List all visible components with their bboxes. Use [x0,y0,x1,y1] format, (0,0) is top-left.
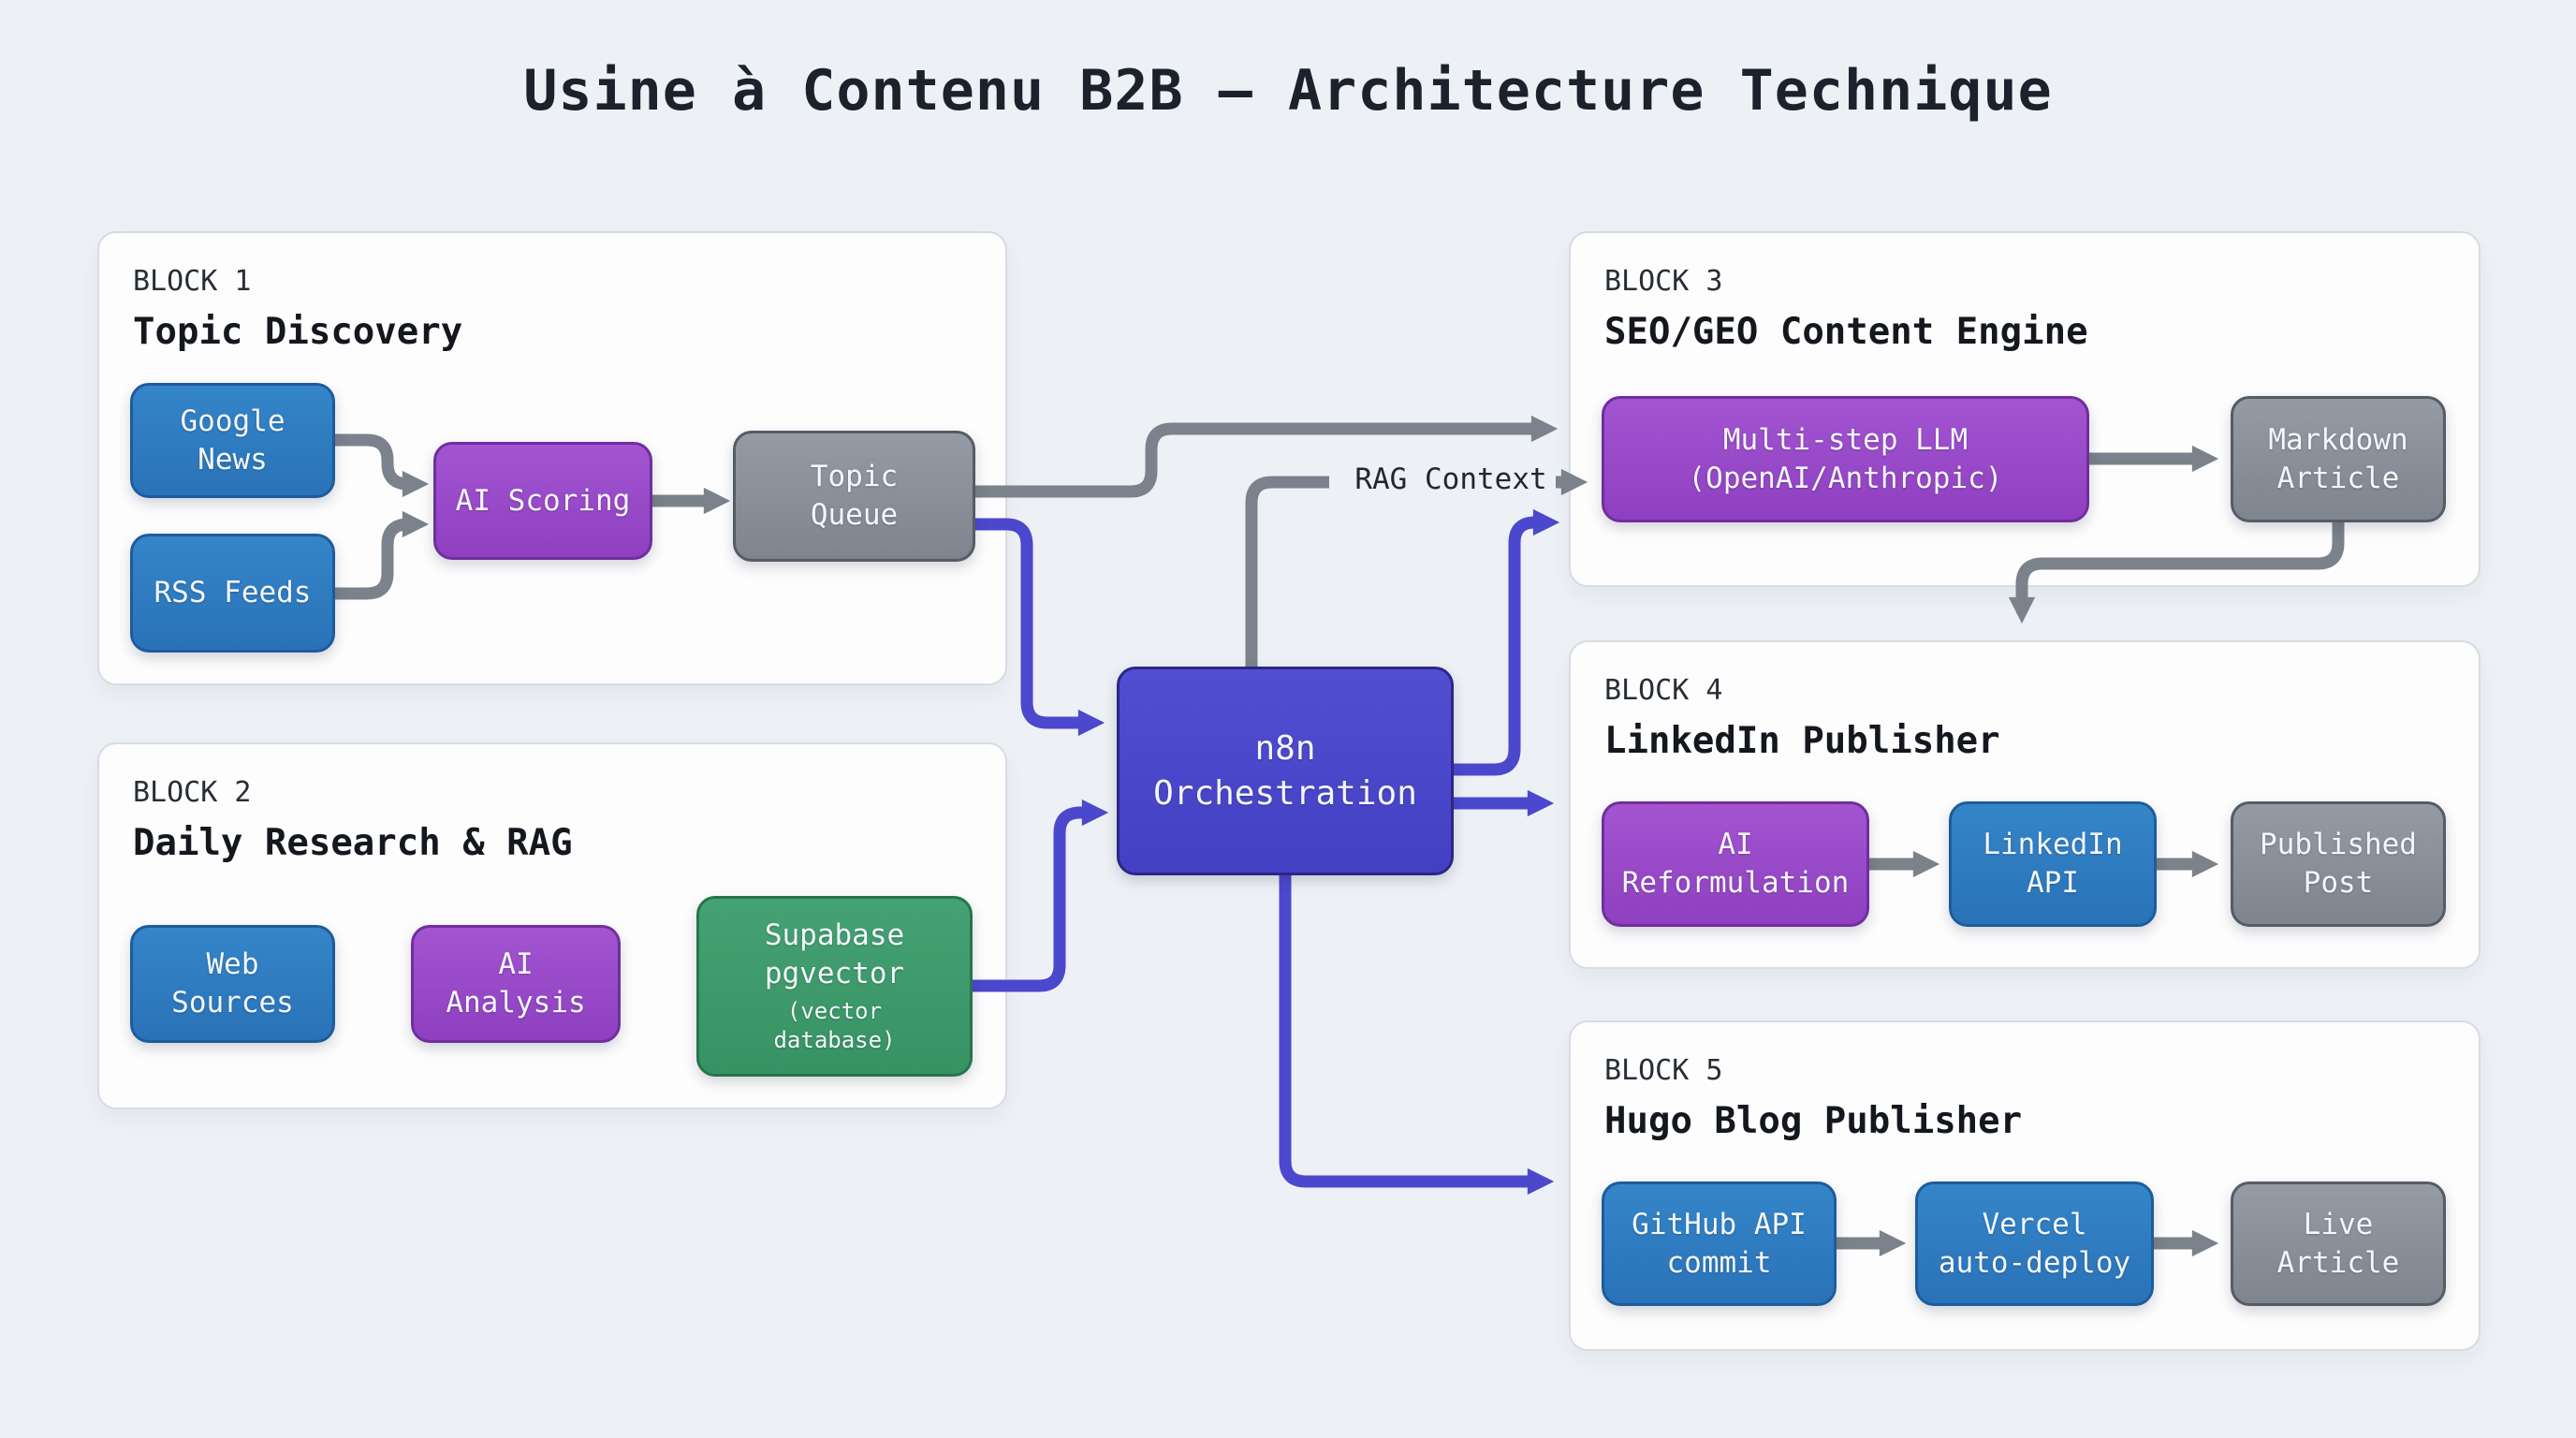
block-2-name: Daily Research & RAG [133,822,573,864]
node-web-sources: Web Sources [130,925,335,1043]
edge-topic-queue-multi-step-llm [975,415,1559,498]
block-5-kicker: BLOCK 5 [1604,1054,1723,1087]
node-label: AI Reformulation [1621,828,1850,900]
node-n8n-orchestration: n8n Orchestration [1117,667,1454,875]
edge-n8n-rag-context-stub [1245,476,1329,667]
node-label: Vercel auto-deploy [1938,1207,2131,1280]
node-ai-reformulation: AI Reformulation [1602,801,1869,927]
node-label: GitHub API commit [1632,1207,1807,1280]
node-label: AI Scoring [455,483,631,518]
node-supabase-pgvector: Supabase pgvector (vector database) [696,896,973,1077]
node-ai-scoring: AI Scoring [433,442,652,560]
node-label: Supabase pgvector [764,918,905,991]
node-google-news: Google News [130,383,335,498]
node-label: RSS Feeds [154,576,312,610]
node-label: Markdown Article [2268,422,2408,495]
node-label: Published Post [2260,828,2417,900]
block-3-kicker: BLOCK 3 [1604,265,1723,298]
node-label: Live Article [2276,1207,2400,1280]
node-label: Multi-step LLM (OpenAI/Anthropic) [1688,422,2003,495]
block-1-name: Topic Discovery [133,311,463,353]
block-4-kicker: BLOCK 4 [1604,674,1723,707]
node-published-post: Published Post [2231,801,2446,927]
node-label: Web Sources [171,947,294,1020]
node-multi-step-llm: Multi-step LLM (OpenAI/Anthropic) [1602,396,2089,522]
edge-n8n-multi-step-llm [1454,508,1560,776]
block-3-name: SEO/GEO Content Engine [1604,311,2088,353]
node-topic-queue: Topic Queue [733,431,975,562]
block-1-kicker: BLOCK 1 [133,265,252,298]
node-label: n8n Orchestration [1153,728,1417,813]
node-label: LinkedIn API [1983,828,2123,900]
edge-rss-feeds-ai-scoring [335,510,430,600]
edge-n8n-block5 [1279,875,1555,1196]
node-linkedin-api: LinkedIn API [1949,801,2157,927]
edge-markdown-article-block4 [2008,522,2345,624]
block-5-name: Hugo Blog Publisher [1604,1100,2023,1142]
block-2-kicker: BLOCK 2 [133,776,252,809]
node-ai-analysis: AI Analysis [411,925,621,1043]
edge-topic-queue-n8n [975,518,1105,737]
node-github-api-commit: GitHub API commit [1602,1181,1837,1306]
node-label: Google News [180,404,285,477]
edge-supabase-n8n [973,799,1109,992]
node-markdown-article: Markdown Article [2231,396,2446,522]
edge-label-rag-context: RAG Context [1354,462,1547,496]
node-rss-feeds: RSS Feeds [130,534,335,653]
node-label: AI Analysis [446,947,586,1020]
block-4-name: LinkedIn Publisher [1604,720,2000,762]
node-vercel-auto-deploy: Vercel auto-deploy [1915,1181,2154,1306]
node-label: Topic Queue [810,460,899,532]
page-title: Usine à Contenu B2B — Architecture Techn… [523,58,2053,124]
node-live-article: Live Article [2231,1181,2446,1306]
node-sublabel: (vector database) [773,998,896,1054]
edge-google-news-ai-scoring [335,433,430,498]
